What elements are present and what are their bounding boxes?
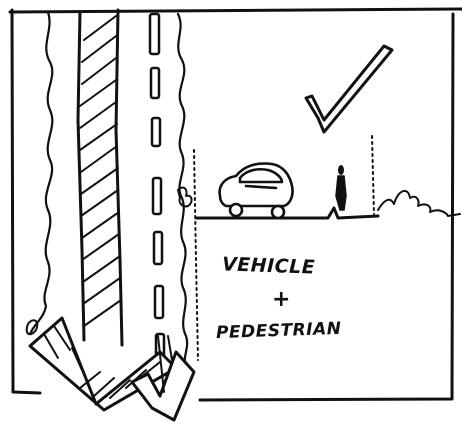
- ground-line: [196, 208, 378, 218]
- label-vehicle: VEHICLE: [222, 253, 316, 278]
- dotted-boundary: [194, 150, 198, 360]
- bushes-right: [378, 191, 460, 216]
- person-icon: [336, 165, 346, 210]
- dashed-centerline: [150, 14, 164, 364]
- check-icon: [306, 46, 392, 132]
- left-vegetation-edge: [30, 12, 52, 334]
- dotted-marker: [372, 136, 374, 214]
- hatched-lane: [78, 10, 122, 345]
- label-plus: +: [272, 287, 291, 312]
- car-icon: [220, 164, 293, 219]
